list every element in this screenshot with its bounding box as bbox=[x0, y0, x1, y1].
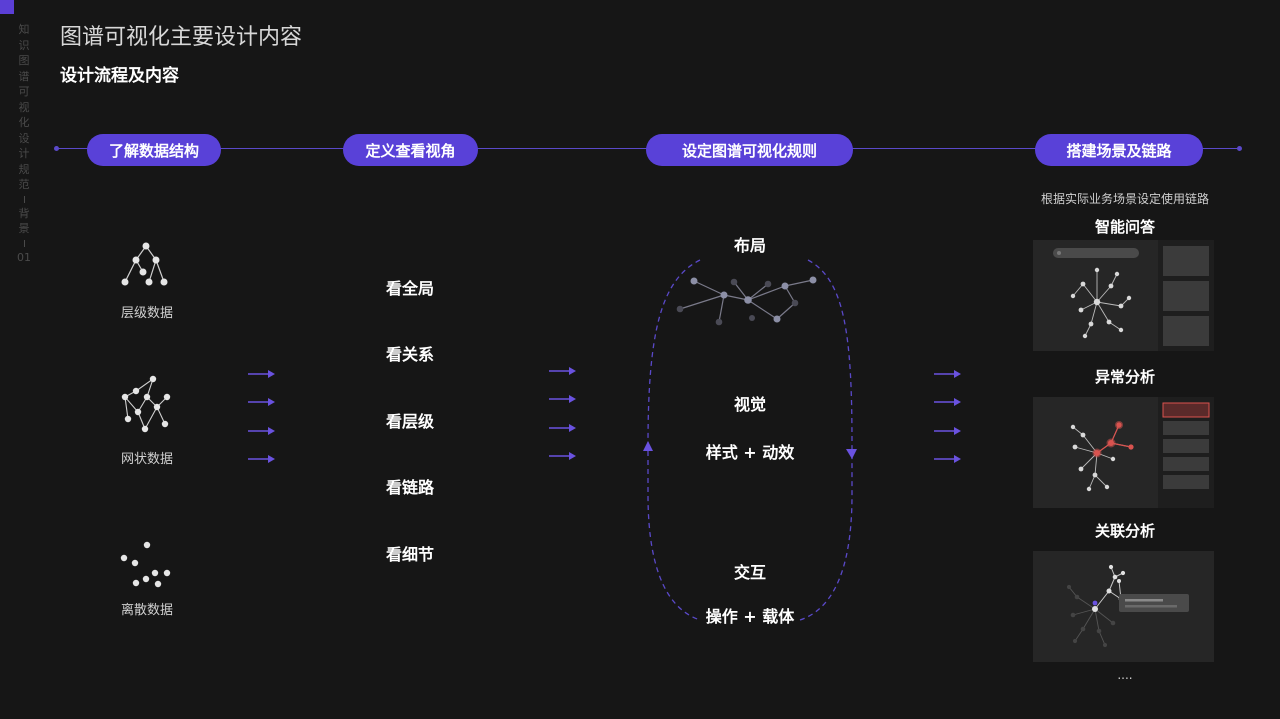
rule-layout: 布局 bbox=[733, 236, 766, 255]
scene-title-qa: 智能问答 bbox=[1094, 218, 1155, 236]
side-char: 谱 bbox=[18, 69, 30, 83]
rule-visual: 视觉 bbox=[733, 395, 766, 414]
view-item-path: 看链路 bbox=[385, 478, 434, 497]
side-char: 识 bbox=[18, 38, 30, 52]
side-char: 图 bbox=[18, 54, 30, 67]
rule-interaction-detail: 操作 + 载体 bbox=[705, 607, 795, 626]
view-item-relation: 看关系 bbox=[385, 345, 434, 364]
side-char: 计 bbox=[18, 147, 30, 160]
view-item-hierarchy: 看层级 bbox=[385, 412, 434, 431]
scene-thumbnail-qa bbox=[1033, 240, 1214, 351]
flow-arrow bbox=[549, 424, 576, 432]
flow-arrow bbox=[549, 395, 576, 403]
flow-arrow bbox=[248, 370, 275, 378]
side-vertical-label: 知 识 图 谱 可 视 化 设 计 规 范 背 景 01 bbox=[17, 22, 31, 265]
rule-interaction: 交互 bbox=[733, 563, 766, 582]
layout-network-illustration bbox=[676, 276, 817, 326]
step-pill-4: 搭建场景及链路 bbox=[1035, 134, 1203, 166]
flow-arrow bbox=[248, 427, 275, 435]
side-char: 视 bbox=[18, 100, 30, 114]
data-type-label-discrete: 离散数据 bbox=[120, 603, 173, 618]
side-char: 规 bbox=[18, 162, 30, 176]
rule-visual-detail: 样式 + 动效 bbox=[705, 443, 795, 462]
relation-graph-illustration bbox=[1066, 564, 1189, 648]
flow-arrow bbox=[248, 398, 275, 406]
side-char: 景 bbox=[18, 222, 30, 235]
qa-graph-illustration bbox=[1053, 240, 1214, 351]
step-pill-2: 定义查看视角 bbox=[343, 134, 478, 166]
side-char: 化 bbox=[18, 116, 30, 129]
flow-arrow bbox=[934, 455, 961, 463]
step-pill-1: 了解数据结构 bbox=[87, 134, 221, 166]
scene-intro-text: 根据实际业务场景设定使用链路 bbox=[1040, 192, 1209, 206]
network-graph-icon bbox=[121, 375, 171, 433]
flow-arrow bbox=[549, 452, 576, 460]
scene-thumbnail-relation bbox=[1033, 551, 1214, 662]
view-item-detail: 看细节 bbox=[385, 545, 434, 564]
scene-thumbnail-anomaly bbox=[1033, 397, 1214, 508]
side-divider bbox=[23, 195, 25, 203]
flow-arrow bbox=[248, 455, 275, 463]
hierarchy-graph-icon bbox=[121, 242, 168, 286]
side-char: 范 bbox=[18, 178, 30, 191]
data-type-label-hierarchy: 层级数据 bbox=[120, 306, 173, 321]
anomaly-graph-illustration bbox=[1070, 397, 1214, 508]
side-char: 背 bbox=[18, 206, 30, 220]
scene-title-anomaly: 异常分析 bbox=[1094, 368, 1155, 386]
side-page-number: 01 bbox=[17, 250, 31, 264]
flow-arrow bbox=[934, 398, 961, 406]
rules-loop-outline bbox=[643, 259, 857, 621]
side-char: 可 bbox=[18, 85, 30, 98]
step-pill-3: 设定图谱可视化规则 bbox=[646, 134, 853, 166]
side-divider bbox=[23, 239, 25, 247]
page-subtitle: 设计流程及内容 bbox=[60, 66, 179, 86]
scatter-dots-icon bbox=[120, 541, 171, 588]
scene-more-ellipsis: .... bbox=[1117, 668, 1133, 682]
flow-arrow bbox=[934, 427, 961, 435]
flow-arrow bbox=[549, 367, 576, 375]
side-char: 设 bbox=[18, 131, 30, 145]
scene-title-relation: 关联分析 bbox=[1094, 522, 1155, 540]
timeline-start-dot bbox=[54, 146, 59, 151]
flow-arrow bbox=[934, 370, 961, 378]
brand-corner-mark bbox=[0, 0, 14, 14]
data-type-label-network: 网状数据 bbox=[120, 452, 173, 467]
page-title: 图谱可视化主要设计内容 bbox=[60, 25, 303, 50]
timeline-end-dot bbox=[1237, 146, 1242, 151]
view-item-global: 看全局 bbox=[385, 279, 434, 298]
side-char: 知 bbox=[18, 23, 30, 36]
